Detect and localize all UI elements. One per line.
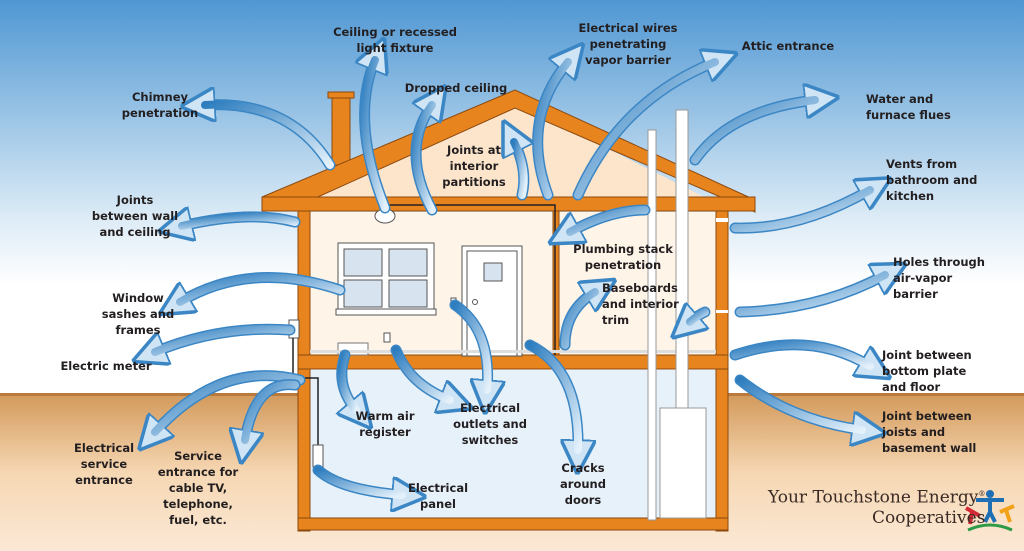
arrow-holes	[736, 271, 889, 316]
label-window: Window sashes and frames	[101, 291, 175, 337]
label-dropped-ceiling: Dropped ceiling	[404, 81, 508, 95]
arrow-bottom-plate	[731, 340, 874, 370]
furnace-flue	[675, 109, 689, 411]
arrow-warm-air	[337, 351, 360, 414]
arrow-outlets	[392, 346, 454, 404]
outlet	[383, 332, 391, 343]
arrow-meter	[151, 325, 294, 356]
right-wall	[715, 210, 729, 532]
label-attic-entrance: Attic entrance	[741, 39, 835, 53]
label-panel: Electrical panel	[407, 481, 469, 511]
arrow-joists	[736, 376, 866, 434]
label-ceiling-light: Ceiling or recessed light fixture	[333, 25, 457, 55]
label-electric-meter: Electric meter	[60, 359, 152, 373]
window	[335, 242, 437, 316]
logo-line2: Cooperatives	[872, 507, 986, 528]
arrow-ceiling-light	[360, 56, 389, 212]
label-electrical-wires: Electrical wires penetrating vapor barri…	[578, 21, 678, 67]
touchstone-logo-icon	[965, 490, 1015, 532]
arrow-joints-wall-ceiling	[178, 212, 299, 230]
arrow-window	[176, 273, 344, 306]
arrow-small-hole	[686, 308, 709, 326]
label-cracks: Cracks around doors	[560, 461, 606, 507]
label-joints-wall-ceiling: Joints between wall and ceiling	[91, 193, 179, 239]
left-wall	[297, 210, 311, 532]
label-service-entrance: Electrical service entrance	[73, 441, 135, 487]
label-bottom-plate: Joint between bottom plate and floor	[882, 348, 972, 394]
label-warm-air: Warm air register	[355, 409, 415, 439]
chimney	[331, 94, 351, 166]
arrow-vents	[731, 186, 874, 233]
arrow-cable	[241, 380, 299, 444]
arrow-attic	[574, 58, 719, 199]
basement-floor	[297, 517, 729, 531]
label-water-flues: Water and furnace flues	[866, 92, 951, 122]
label-outlets: Electrical outlets and switches	[453, 401, 527, 447]
touchstone-logo-text: Your Touchstone Energy® Cooperatives	[768, 484, 985, 528]
door	[461, 245, 523, 357]
arrow-panel	[314, 466, 406, 499]
furnace	[659, 407, 707, 519]
arrow-switch	[451, 301, 492, 394]
label-vents: Vents from bathroom and kitchen	[886, 157, 978, 203]
label-plumbing-stack: Plumbing stack penetration	[573, 242, 673, 272]
arrow-plumbing	[566, 206, 649, 236]
label-baseboards: Baseboards and interior trim	[602, 281, 679, 327]
arrow-chimney	[201, 100, 334, 169]
label-chimney-penetration: Chimney penetration	[121, 90, 199, 120]
floor	[297, 354, 729, 370]
interior-partition	[552, 210, 560, 356]
electrical-panel	[312, 444, 324, 468]
arrow-cracks	[526, 341, 583, 454]
arrow-dropped-ceiling	[412, 101, 436, 214]
arrow-water-flues	[691, 96, 819, 164]
label-joists: Joint between joists and basement wall	[882, 409, 977, 455]
plumbing-stack	[647, 129, 657, 521]
arrow-baseboards	[561, 288, 599, 349]
label-joints-partitions: Joints at interior partitions	[442, 143, 506, 189]
arrow-electrical-wires	[533, 58, 572, 199]
label-cable: Service entrance for cable TV, telephone…	[157, 449, 239, 527]
logo-line1: Your Touchstone Energy	[768, 487, 979, 508]
logo-reg: ®	[978, 490, 986, 498]
arrow-joints-partitions	[510, 138, 528, 199]
label-holes: Holes through air-vapor barrier	[893, 255, 985, 301]
arrow-service-entrance	[151, 371, 304, 436]
